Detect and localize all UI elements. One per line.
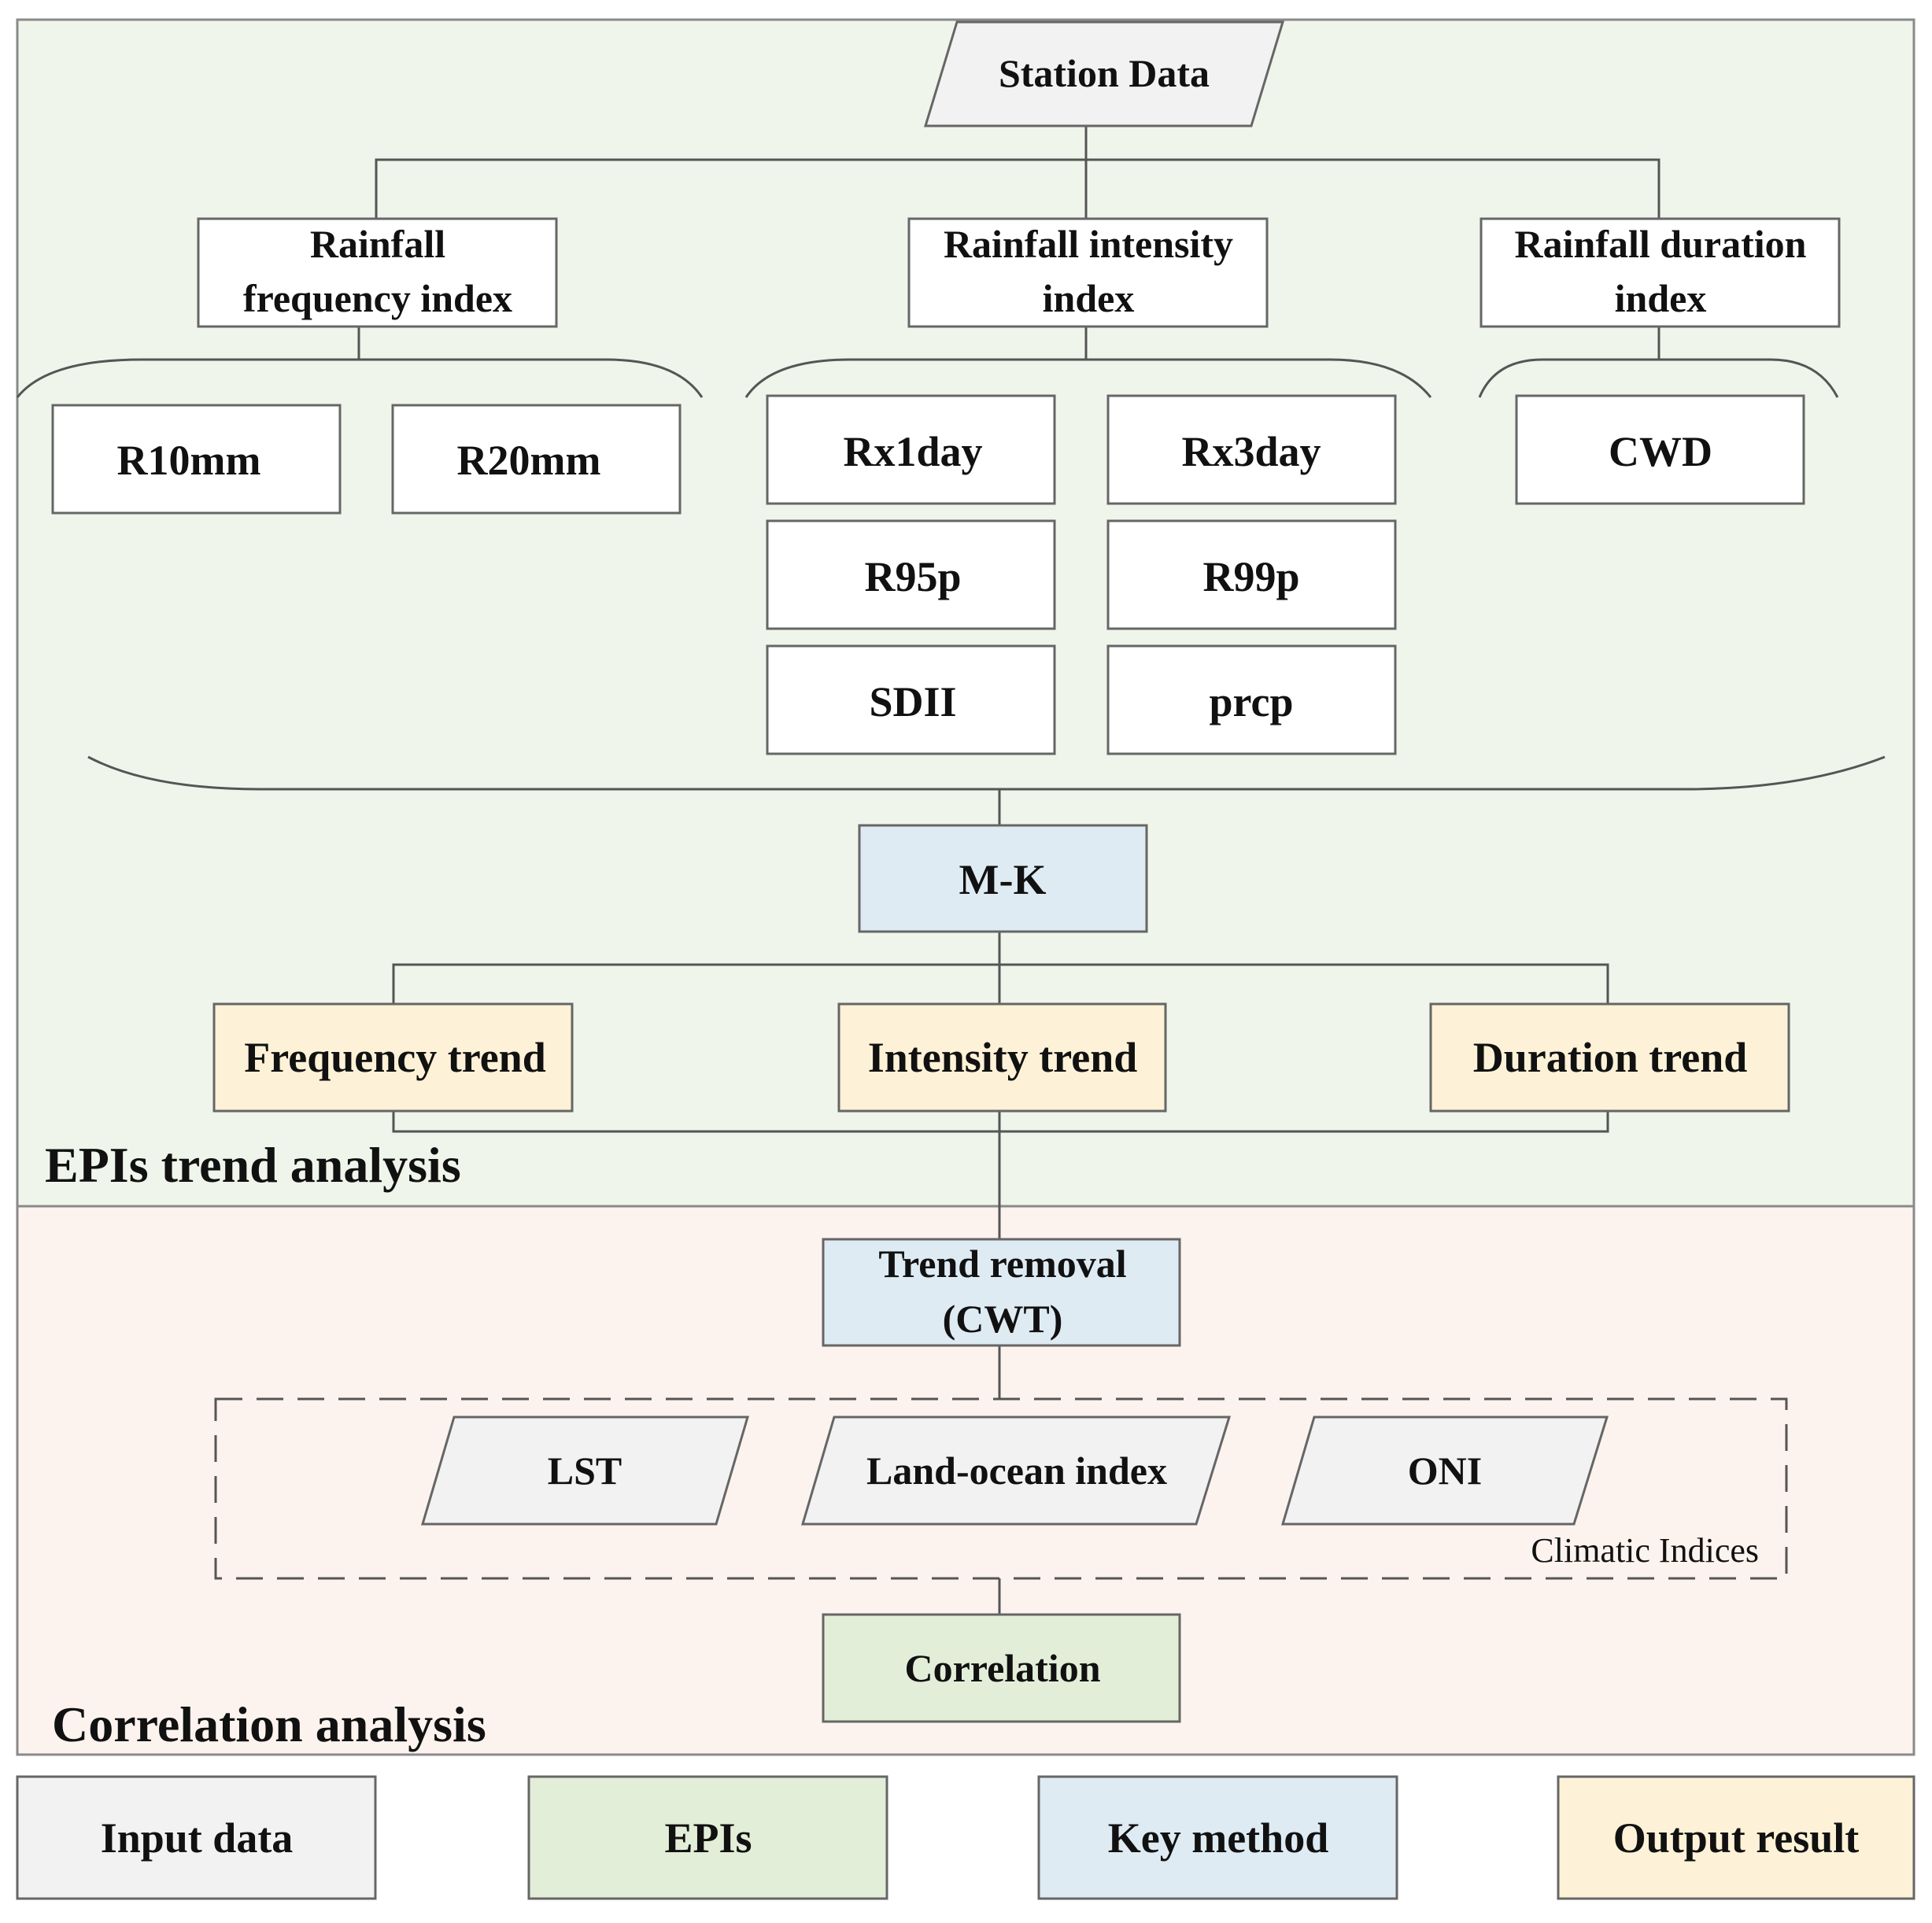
rx3day-label: Rx3day xyxy=(1181,428,1321,475)
connector-trend-split xyxy=(392,963,1609,1004)
brace-frequency xyxy=(16,358,704,398)
correlation-section-title: Correlation analysis xyxy=(52,1696,486,1752)
frequency-index-label-line1: Rainfall xyxy=(310,222,445,266)
frequency-trend-node xyxy=(212,1002,574,1113)
legend-input-label: Input data xyxy=(101,1814,294,1862)
r99p-node xyxy=(1106,519,1397,630)
correlation-node xyxy=(822,1613,1181,1723)
rx3day-node xyxy=(1106,394,1397,505)
frequency-trend-label: Frequency trend xyxy=(244,1034,545,1081)
brace-all-indices xyxy=(87,755,1886,791)
prcp-label: prcp xyxy=(1209,678,1293,725)
r20mm-node xyxy=(391,404,682,515)
intensity-index-label-line2: index xyxy=(1043,276,1135,320)
oni-node xyxy=(1280,1415,1609,1526)
sdii-label: SDII xyxy=(869,678,956,725)
nodes: Station Data Rainfall frequency index Ra… xyxy=(51,20,1841,1723)
epis-section-title: EPIs trend analysis xyxy=(45,1137,461,1193)
connector-category-split xyxy=(375,158,1660,219)
intensity-index-label-line1: Rainfall intensity xyxy=(944,222,1233,266)
lst-label: LST xyxy=(548,1449,622,1493)
duration-index-label-line1: Rainfall duration xyxy=(1515,222,1807,266)
cwd-node xyxy=(1515,394,1805,505)
r95p-node xyxy=(766,519,1056,630)
rx1day-node xyxy=(766,394,1056,505)
brace-duration xyxy=(1478,358,1839,398)
lst-node xyxy=(420,1415,750,1526)
legend-method-label: Key method xyxy=(1108,1814,1328,1862)
climatic-indices-group xyxy=(214,1397,1788,1580)
legend-epis-label: EPIs xyxy=(664,1814,752,1862)
climatic-indices-caption: Climatic Indices xyxy=(1531,1531,1759,1570)
sdii-node xyxy=(766,644,1056,755)
station-data-label: Station Data xyxy=(999,51,1210,95)
prcp-node xyxy=(1106,644,1397,755)
duration-trend-node xyxy=(1429,1002,1790,1113)
duration-index-label-line2: index xyxy=(1615,276,1707,320)
brace-intensity xyxy=(744,358,1432,398)
duration-index-node xyxy=(1479,217,1841,328)
station-data-node xyxy=(923,20,1285,127)
r95p-label: R95p xyxy=(864,553,961,600)
legend-output-label: Output result xyxy=(1613,1814,1860,1862)
trend-removal-label-line1: Trend removal xyxy=(878,1242,1126,1286)
r10mm-label: R10mm xyxy=(117,437,261,484)
connectors xyxy=(16,126,1886,1615)
trend-removal-node xyxy=(822,1238,1181,1347)
rx1day-label: Rx1day xyxy=(843,428,982,475)
r20mm-label: R20mm xyxy=(457,437,601,484)
correlation-label: Correlation xyxy=(904,1646,1100,1690)
r99p-label: R99p xyxy=(1202,553,1299,600)
frequency-index-node xyxy=(197,217,558,328)
land-ocean-node xyxy=(800,1415,1232,1526)
intensity-index-node xyxy=(907,217,1269,328)
land-ocean-label: Land-ocean index xyxy=(866,1449,1167,1493)
frequency-index-label-line2: frequency index xyxy=(243,276,512,320)
intensity-trend-label: Intensity trend xyxy=(868,1034,1138,1081)
trend-removal-label-line2: (CWT) xyxy=(943,1297,1063,1341)
legend-method-swatch xyxy=(1037,1775,1398,1900)
oni-label: ONI xyxy=(1408,1449,1482,1493)
duration-trend-label: Duration trend xyxy=(1473,1034,1748,1081)
mk-node xyxy=(858,824,1148,933)
intensity-trend-node xyxy=(837,1002,1167,1113)
legend-input-swatch xyxy=(16,1775,377,1900)
legend: Input data EPIs Key method Output result xyxy=(16,1775,1915,1900)
legend-output-swatch xyxy=(1557,1775,1915,1900)
r10mm-node xyxy=(51,404,342,515)
cwd-label: CWD xyxy=(1609,428,1712,475)
legend-epis-swatch xyxy=(527,1775,888,1900)
mk-label: M-K xyxy=(959,856,1047,903)
